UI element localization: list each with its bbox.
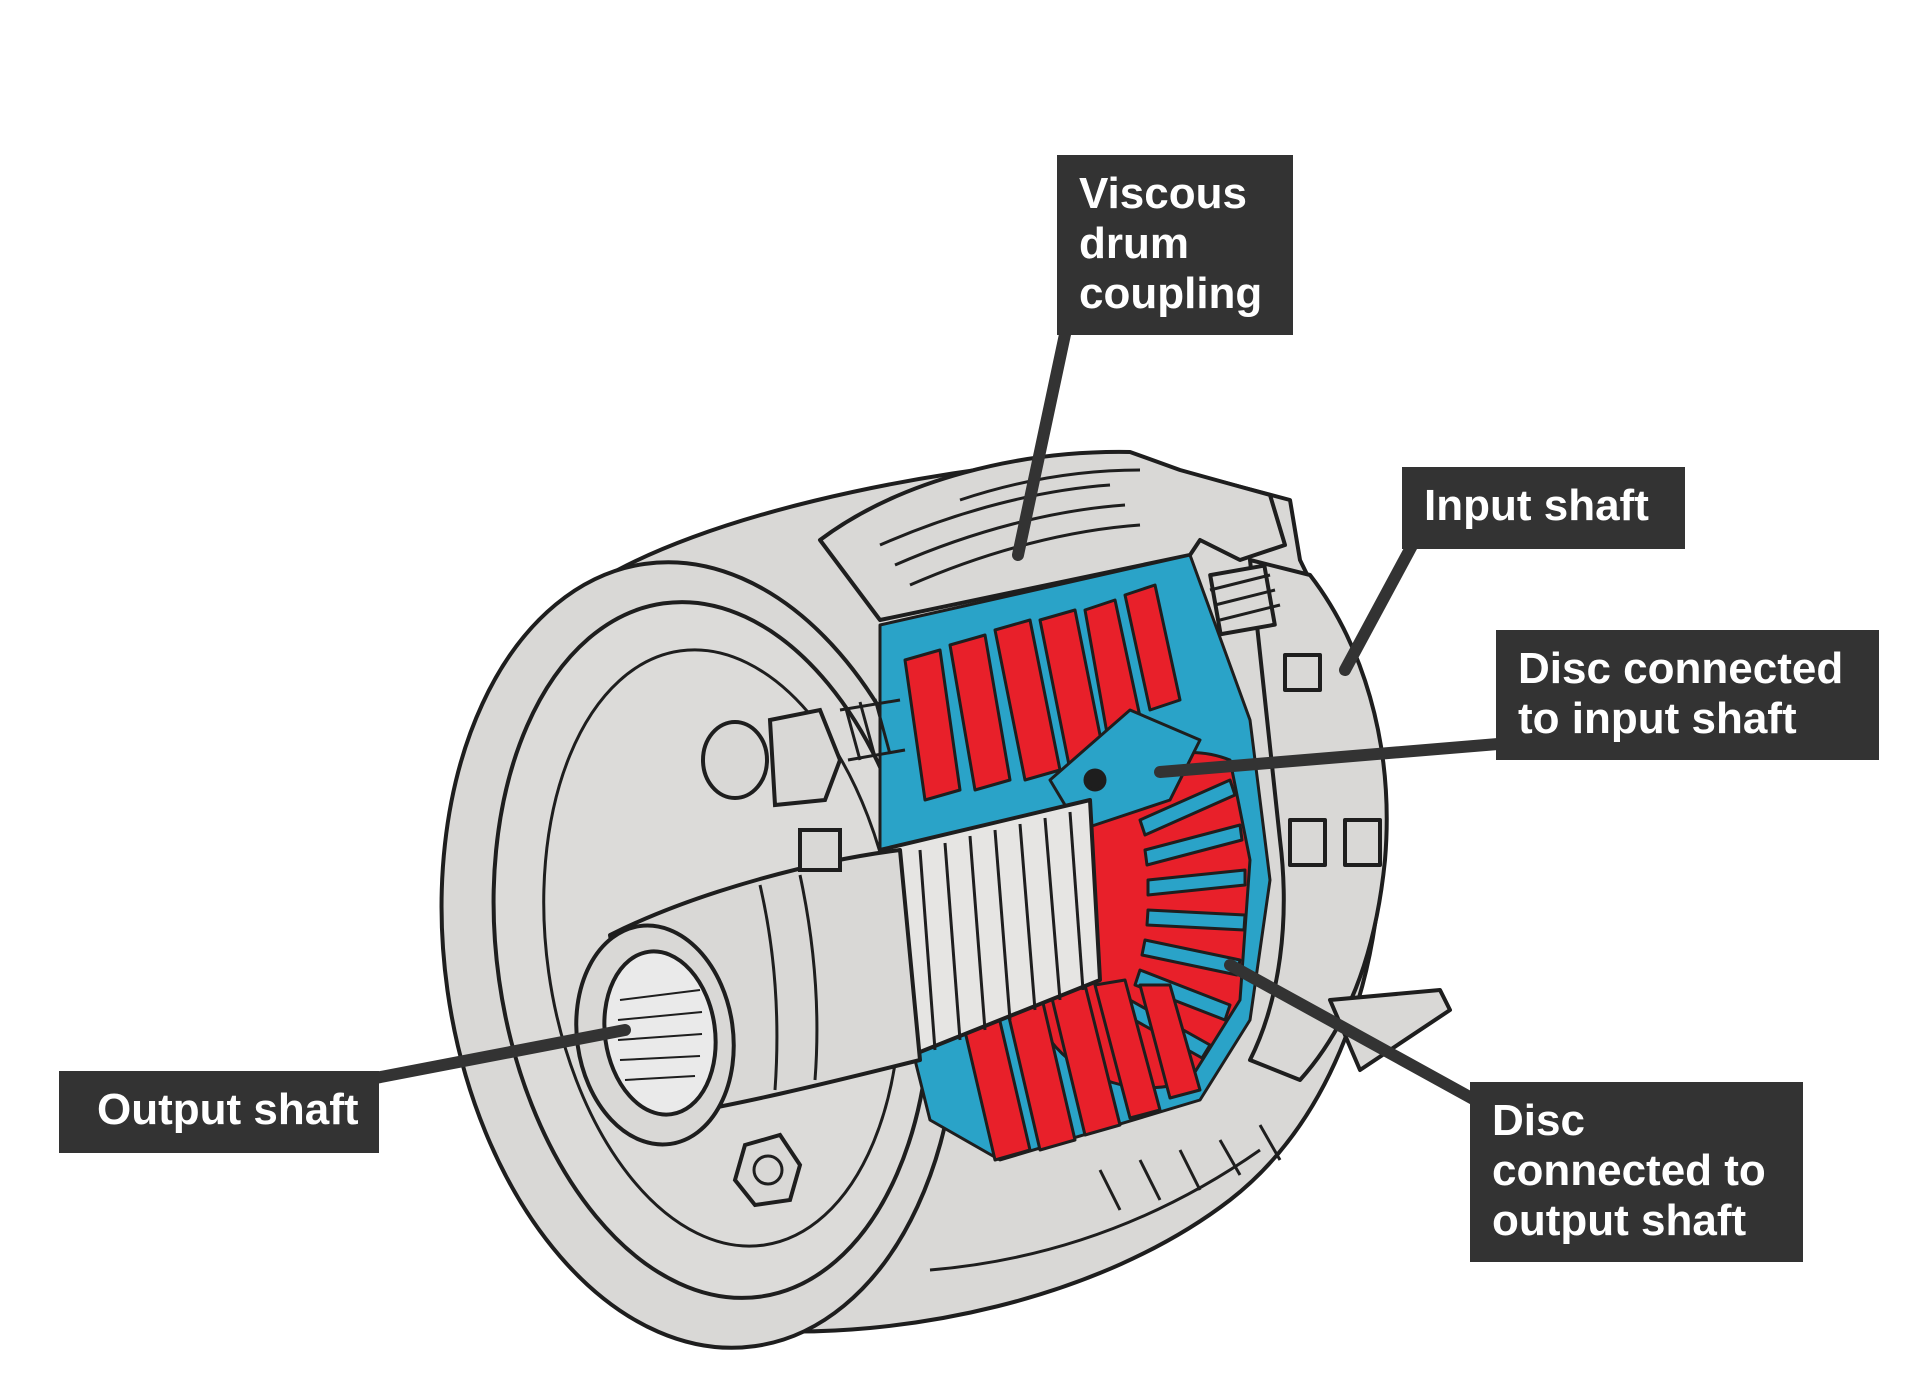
input-hub — [1208, 558, 1452, 1082]
label-line: drum — [1079, 219, 1189, 268]
leader-viscous-drum — [1012, 319, 1073, 561]
label-disc-output-shaft: Disc connected to output shaft — [1470, 1082, 1803, 1262]
leader-disc-output — [1224, 959, 1481, 1106]
label-line: connected to — [1492, 1146, 1766, 1195]
label-line: Input shaft — [1424, 481, 1649, 530]
label-disc-input-shaft: Disc connected to input shaft — [1496, 630, 1879, 760]
label-viscous-drum-coupling: Viscous drum coupling — [1057, 155, 1293, 335]
label-line: output shaft — [1492, 1196, 1747, 1245]
label-line: Disc — [1492, 1096, 1585, 1145]
leader-disc-input — [1154, 737, 1516, 778]
mounting-bolts — [701, 698, 906, 1208]
leader-output-shaft — [359, 1024, 631, 1086]
output-shaft — [574, 798, 1102, 1147]
label-line: Viscous — [1079, 169, 1247, 218]
housing-fins — [929, 1124, 1282, 1272]
leader-lines — [359, 319, 1516, 1106]
leader-input-shaft — [1339, 534, 1421, 676]
label-input-shaft: Input shaft — [1402, 467, 1685, 549]
label-line: coupling — [1079, 269, 1263, 318]
label-line: Output shaft — [97, 1085, 359, 1134]
label-line: Disc connected — [1518, 644, 1844, 693]
label-output-shaft: Output shaft — [59, 1071, 379, 1153]
label-line: to input shaft — [1518, 694, 1797, 743]
